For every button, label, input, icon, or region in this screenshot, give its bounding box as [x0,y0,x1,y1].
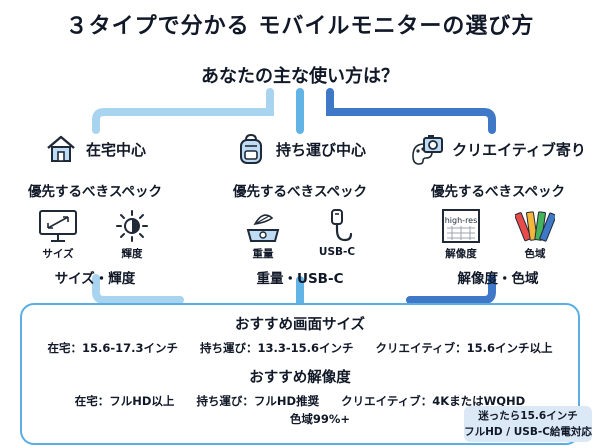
type-name-creative: クリエイティブ寄り [452,140,586,159]
priority-label-creative: 優先するべきスペック [430,184,566,200]
house-icon [47,135,75,162]
type-name-home: 在宅中心 [85,140,146,159]
recommendation-panel: おすすめ画面サイズ 在宅：15.6-17.3インチ 持ち運び：13.3-15.6… [20,303,580,445]
recommended-size-heading: おすすめ画面サイズ [234,317,366,333]
spec-icons-home: サイズ 輝度 [0,208,190,261]
res-item-portable: 持ち運び：フルHD推奨 [196,394,320,408]
type-name-portable: 持ち運び中心 [275,140,366,159]
connector-creative-down [406,274,496,304]
recommended-resolution-list: 在宅：フルHD以上 持ち運び：フルHD推奨 クリエイティブ：4KまたはWQHD [22,393,578,409]
monitor-size-icon [39,210,77,242]
spec-icons-portable: 重量 USB-C [205,208,395,261]
question-heading: あなたの主な使い方は？ [201,66,399,87]
res-extra-line: 色域99%+ [22,411,578,427]
brightness-sun-icon [116,210,148,242]
summary-creative: 解像度・色域 [457,271,539,287]
high-res-text: high-res [445,216,478,225]
badge-line-2: フルHD / USB-C給電対応 [464,426,592,438]
spec-label-weight: 重量 [252,248,274,260]
spec-color-gamut: 色域 [505,208,565,261]
camera-palette-icon [412,135,444,165]
spec-label-color-gamut: 色域 [524,248,546,260]
type-header-portable: 持ち運び中心 [205,132,395,166]
res-item-creative: クリエイティブ：4KまたはWQHD [341,394,526,408]
type-header-creative: クリエイティブ寄り [398,132,598,166]
spec-usbc: USB-C [307,208,367,261]
priority-label-portable: 優先するべきスペック [232,184,368,200]
size-item-home: 在宅：15.6-17.3インチ [47,341,179,355]
connector-home [92,88,274,134]
usb-c-cable-icon [331,209,353,242]
high-res-icon: high-res [442,209,480,243]
type-column-creative: クリエイティブ寄り 優先するべきスペック high-res 解像度 [398,132,598,287]
spec-label-usbc: USB-C [318,246,356,258]
default-pick-badge: 迷ったら15.6インチ フルHD / USB-C給電対応 [464,406,592,442]
res-item-home: 在宅：フルHD以上 [74,394,175,408]
spec-label-resolution: 解像度 [445,248,477,260]
res-extra: 色域99%+ [289,412,351,426]
spec-icons-creative: high-res 解像度 色域 [398,208,598,261]
size-item-portable: 持ち運び：13.3-15.6インチ [200,341,354,355]
badge-line-1: 迷ったら15.6インチ [478,410,578,422]
size-item-creative: クリエイティブ：15.6インチ以上 [375,341,553,355]
priority-label-home: 優先するべきスペック [27,184,163,200]
recommended-size-list: 在宅：15.6-17.3インチ 持ち運び：13.3-15.6インチ クリエイティ… [22,340,578,356]
type-column-home: 在宅中心 優先するべきスペック サイズ [0,132,190,287]
page-title: ３タイプで分かる モバイルモニターの選び方 [65,14,535,39]
type-header-home: 在宅中心 [0,132,190,166]
weight-scale-icon [246,214,280,242]
spec-label-brightness: 輝度 [121,248,143,260]
spec-resolution: high-res 解像度 [431,208,491,261]
connector-home-down [92,274,184,304]
connector-creative [326,88,496,134]
color-swatch-icon [515,211,555,242]
recommended-resolution-heading: おすすめ解像度 [249,370,351,386]
summary-home: サイズ・輝度 [54,271,136,287]
type-column-portable: 持ち運び中心 優先するべきスペック 重量 USB-C [205,132,395,287]
spec-label-size: サイズ [42,248,74,260]
spec-brightness: 輝度 [102,208,162,261]
spec-size: サイズ [28,208,88,261]
spec-weight: 重量 [233,208,293,261]
backpack-icon [239,133,262,164]
summary-portable: 重量・USB-C [256,271,344,287]
